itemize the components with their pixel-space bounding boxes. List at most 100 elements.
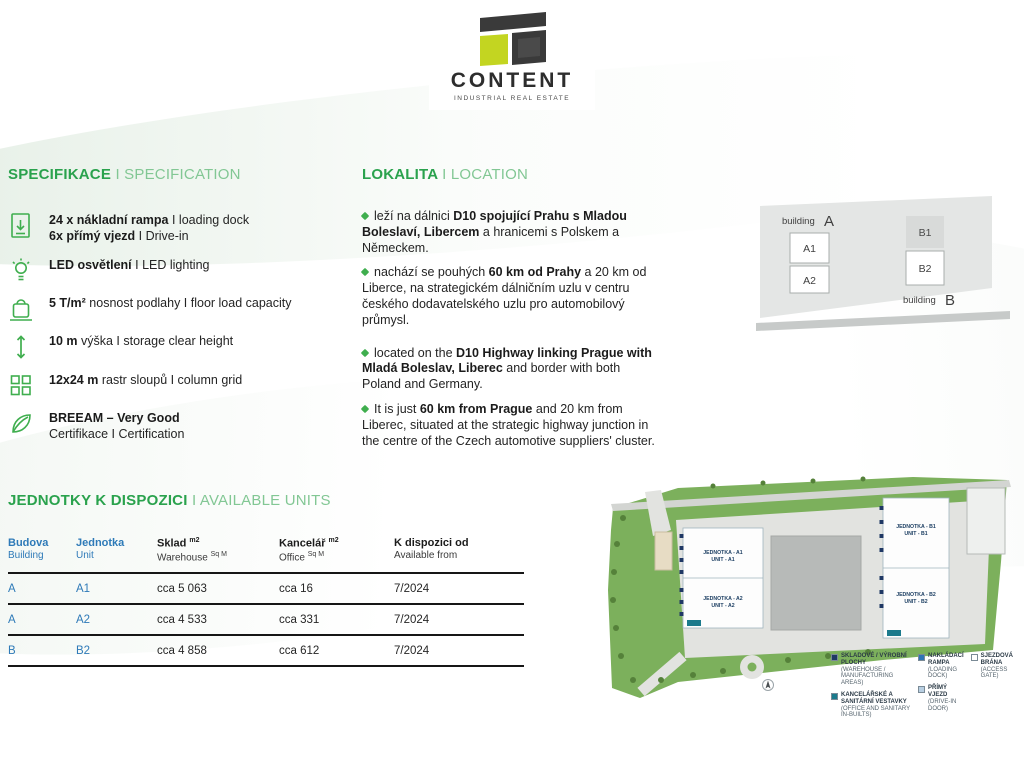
plan-unit-b2-line2: UNIT - B2 — [904, 599, 927, 605]
bullet-text-pre: located on the — [374, 345, 457, 360]
cell-building: A — [8, 572, 76, 605]
header-building-en: Building — [8, 550, 44, 561]
header-warehouse-sup: m2 — [189, 537, 200, 544]
available-units-heading: JEDNOTKY K DISPOZICI I AVAILABLE UNITS — [8, 492, 524, 509]
header-unit-cz: Jednotka — [76, 537, 125, 549]
road-strip — [756, 311, 1010, 331]
legend-label-cz: PŘÍMÝ VJEZD — [927, 685, 948, 698]
heading-primary: LOKALITA — [362, 166, 438, 183]
spec-text: 10 m výška I storage clear height — [49, 333, 233, 361]
entrance-road — [645, 490, 671, 536]
header-warehouse-en-sup: Sq M — [210, 550, 227, 558]
spec-line-bold: 24 x nákladní rampa — [49, 213, 169, 227]
dock-marker — [679, 534, 684, 538]
spec-text: 12x24 m rastr sloupů I column grid — [49, 372, 242, 400]
cell-available: 7/2024 — [394, 572, 524, 605]
header-available: K dispozici od Available from — [394, 537, 524, 574]
spec-line-rest: I LED lighting — [131, 258, 210, 272]
loading-dock-swatch-icon — [917, 654, 925, 661]
drive-in-swatch-icon — [917, 686, 925, 694]
heading-secondary: I AVAILABLE UNITS — [191, 492, 331, 509]
site-plan-legend: SKLADOVÉ / VÝROBNÍ PLOCHY (WAREHOUSE / M… — [831, 653, 1013, 719]
legend-label-cz: SKLADOVÉ / VÝROBNÍ PLOCHY — [841, 653, 907, 666]
location-bullet-cz-2: nachází se pouhých 60 km od Prahy a 20 k… — [360, 265, 660, 328]
trees — [610, 476, 871, 683]
cell-office: cca 331 — [279, 603, 394, 636]
dock-marker — [879, 506, 884, 510]
location-section: LOKALITA I LOCATION leží na dálnici D10 … — [360, 166, 660, 458]
spec-item-loading-dock: 24 x nákladní rampa I loading dock 6x př… — [8, 212, 249, 244]
plan-unit-a2-line1: JEDNOTKA - A2 — [703, 596, 743, 602]
cell-warehouse: cca 4 858 — [157, 634, 279, 667]
bullet-text-post: and 20 km from Liberec, situated at the … — [362, 401, 655, 448]
driveway — [637, 651, 687, 697]
header-office-sup: m2 — [328, 537, 339, 544]
legend-label-cz: NAKLÁDACÍ RAMPA — [927, 653, 964, 666]
bullet-text-post: and border with both Poland and Germany. — [362, 361, 621, 392]
spec-line-rest: I loading dock — [168, 213, 250, 227]
header-office: Kancelář m2 Office Sq M — [279, 537, 394, 574]
led-bulb-icon — [8, 257, 35, 285]
legend-label-en: (DRIVE-IN DOOR) — [927, 698, 957, 712]
plan-unit-a1-line2: UNIT - A1 — [711, 557, 734, 563]
legend-item-access-gate: SJEZDOVÁ BRÁNA (ACCESS GATE) — [970, 653, 1013, 680]
cell-available: 7/2024 — [394, 603, 524, 636]
bullet-text-bold: 60 km od Prahy — [488, 265, 582, 280]
spec-line-bold: 6x přímý vjezd — [49, 229, 136, 243]
heading-primary: JEDNOTKY K DISPOZICI — [8, 492, 188, 509]
header-warehouse-en: Warehouse — [157, 551, 208, 563]
access-gate-swatch-icon — [970, 654, 978, 661]
breeam-leaf-icon — [8, 410, 35, 442]
bullet-text-post: a hranicemi s Polskem a Německem. — [362, 224, 620, 255]
cell-warehouse: cca 5 063 — [157, 572, 279, 605]
unit-box-b2 — [905, 250, 945, 286]
plan-unit-b2-line1: JEDNOTKA - B2 — [896, 592, 936, 598]
logo: CONTENT INDUSTRIAL REAL ESTATE — [429, 4, 595, 110]
unit-label-b1: B1 — [919, 227, 932, 239]
legend-column: SJEZDOVÁ BRÁNA (ACCESS GATE) — [970, 653, 1013, 719]
unit-box-a2 — [789, 265, 830, 294]
location-bullet-en-1: located on the D10 Highway linking Pragu… — [360, 345, 660, 393]
retention-basin — [966, 487, 1006, 555]
unit-box-a1 — [789, 232, 830, 264]
dock-marker — [879, 576, 884, 580]
header-building: Budova Building — [8, 537, 76, 574]
spec-text: BREEAM – Very Good Certifikace I Certifi… — [49, 410, 184, 442]
cell-building: A — [8, 603, 76, 636]
spec-line-bold: 12x24 m — [49, 373, 99, 387]
spec-line-rest: Certifikace I Certification — [49, 427, 185, 441]
dock-marker — [879, 534, 884, 538]
plan-unit-a1-line1: JEDNOTKA - A1 — [703, 550, 743, 556]
unit-label-a2: A2 — [803, 275, 816, 287]
unit-label-b2: B2 — [919, 263, 932, 275]
header-available-en: Available from — [394, 550, 458, 561]
building-b-label: B — [945, 292, 955, 309]
office-swatch-icon — [831, 692, 838, 700]
plan-unit-a2-line2: UNIT - A2 — [711, 603, 734, 609]
unit-box-b1 — [906, 216, 944, 248]
location-bullet-cz-1: leží na dálnici D10 spojující Prahu s Ml… — [360, 209, 660, 256]
building-a-label: A — [824, 213, 834, 230]
existing-hall — [770, 535, 862, 631]
spec-line-rest: rastr sloupů I column grid — [98, 373, 243, 387]
bullet-text-bold: D10 Highway linking Prague with Mladá Bo… — [362, 345, 652, 376]
specification-heading: SPECIFIKACE I SPECIFICATION — [8, 166, 353, 183]
spec-item-led-lighting: LED osvětlení I LED lighting — [8, 257, 210, 285]
spec-text: LED osvětlení I LED lighting — [49, 257, 210, 285]
spec-line-bold: BREEAM – Very Good — [49, 411, 180, 425]
plan-unit-b1-line1: JEDNOTKA - B1 — [896, 524, 936, 530]
content-logo-icon — [476, 10, 548, 68]
spec-text: 24 x nákladní rampa I loading dock 6x př… — [49, 212, 249, 244]
loading-dock-icon — [8, 212, 35, 244]
bullet-icon — [360, 404, 370, 414]
unit-label-a1: A1 — [803, 243, 816, 255]
spec-item-column-grid: 12x24 m rastr sloupů I column grid — [8, 372, 242, 400]
header-warehouse-cz: Sklad — [157, 537, 187, 550]
header-office-en-sup: Sq M — [307, 550, 325, 558]
header-unit: Jednotka Unit — [76, 537, 157, 574]
warehouse-swatch-icon — [831, 654, 838, 661]
bullet-icon — [360, 348, 370, 357]
available-units-section: JEDNOTKY K DISPOZICI I AVAILABLE UNITS B… — [8, 492, 524, 667]
legend-column: NAKLÁDACÍ RAMPA (LOADING DOCK) PŘÍMÝ VJE… — [917, 653, 964, 719]
bullet-text-post: a 20 km od Liberce, na strategickém dáln… — [362, 265, 647, 327]
